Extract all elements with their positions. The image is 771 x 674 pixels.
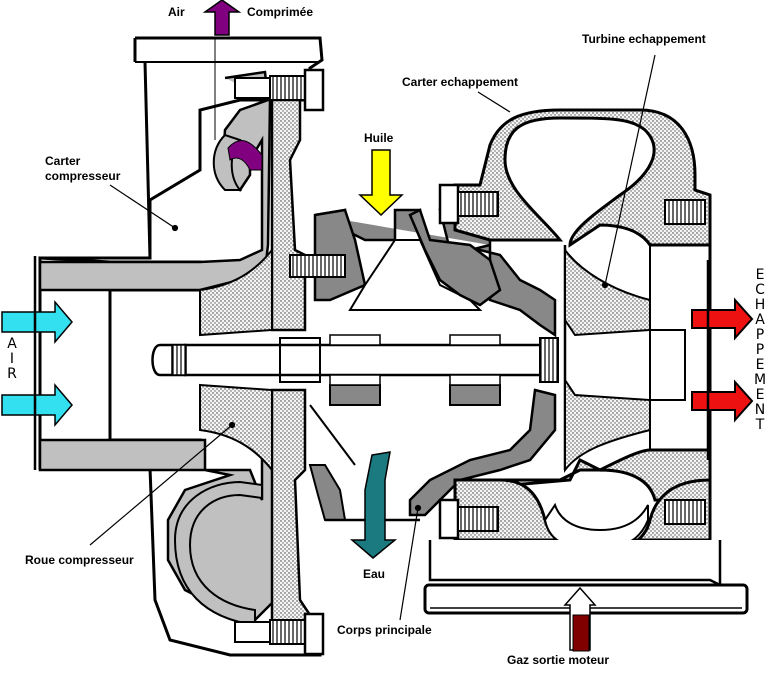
label-eau: Eau	[363, 567, 386, 581]
echappement-letter: E	[755, 267, 765, 283]
echappement-letter: M	[753, 372, 767, 388]
label-comprimee: Comprimée	[247, 5, 314, 19]
echappement-letter: P	[755, 342, 765, 358]
turbine-wheel	[564, 247, 686, 473]
echappement-letter: E	[755, 357, 765, 373]
label-gaz-sortie-moteur: Gaz sortie moteur	[507, 653, 610, 667]
air-letter: R	[7, 366, 17, 382]
label-huile: Huile	[364, 131, 394, 145]
water-arrow	[349, 451, 398, 559]
air-letter: I	[9, 351, 15, 367]
label-roue-compresseur: Roue compresseur	[25, 553, 134, 567]
label-corps-principale: Corps principale	[337, 623, 432, 637]
label-echappement-vertical: E C H A P P E M E N T	[752, 268, 768, 433]
compressor-housing-shell	[38, 70, 277, 627]
label-carter-compresseur-1: Carter	[45, 154, 81, 168]
air-in-arrow-top	[1, 299, 73, 345]
label-carter-echappement: Carter echappement	[402, 75, 519, 89]
bolts	[234, 68, 706, 656]
exhaust-arrow-bottom	[691, 379, 754, 423]
echappement-letter: A	[755, 312, 765, 328]
echappement-letter: P	[755, 327, 765, 343]
engine-gas-arrow-shaft	[572, 614, 590, 652]
label-air: Air	[168, 5, 185, 19]
echappement-letter: E	[755, 387, 765, 403]
shaft	[151, 334, 559, 386]
oil-in-arrow	[358, 149, 404, 217]
label-turbine-echappement: Turbine echappement	[582, 32, 706, 46]
leader-lines	[33, 54, 710, 621]
compressed-air-volute-flow	[227, 140, 263, 171]
echappement-letter: T	[755, 417, 765, 433]
air-in-arrow-bottom	[1, 382, 73, 428]
echappement-letter: N	[754, 402, 766, 418]
echappement-letter: H	[754, 297, 766, 313]
exhaust-arrow-top	[691, 297, 754, 341]
label-air-vertical: A I R	[4, 337, 20, 382]
compressor-wheel	[199, 247, 273, 473]
label-carter-compresseur-2: compresseur	[45, 169, 121, 183]
echappement-letter: C	[755, 282, 765, 298]
air-letter: A	[7, 336, 17, 352]
air-out-arrow	[202, 0, 242, 36]
